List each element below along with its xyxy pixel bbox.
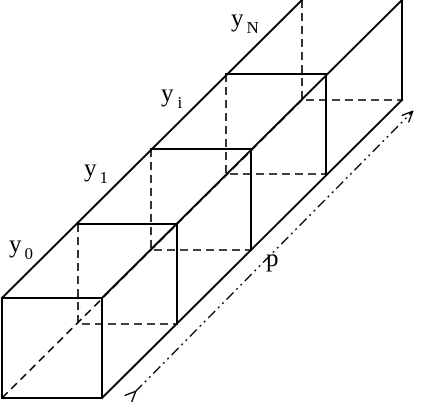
separator-1-hidden — [77, 224, 177, 325]
label-p: p — [266, 245, 279, 272]
label-yi-base: y — [161, 80, 174, 107]
label-yi-sub: i — [178, 93, 183, 112]
label-y1-base: y — [84, 155, 97, 182]
svg-text:yN: yN — [231, 5, 259, 37]
separator-3-hidden — [225, 74, 326, 175]
svg-text:y1: y1 — [84, 155, 108, 187]
label-y1-sub: 1 — [100, 168, 109, 187]
label-yN-base: y — [231, 5, 244, 32]
far-end-hidden — [301, 0, 402, 101]
svg-text:yi: yi — [161, 80, 183, 112]
label-y0-base: y — [9, 231, 22, 258]
label-yN-sub: N — [247, 18, 259, 37]
label-y0-sub: 0 — [25, 244, 34, 263]
length-dimension-arrow — [135, 112, 412, 392]
svg-text:y0: y0 — [9, 231, 33, 263]
